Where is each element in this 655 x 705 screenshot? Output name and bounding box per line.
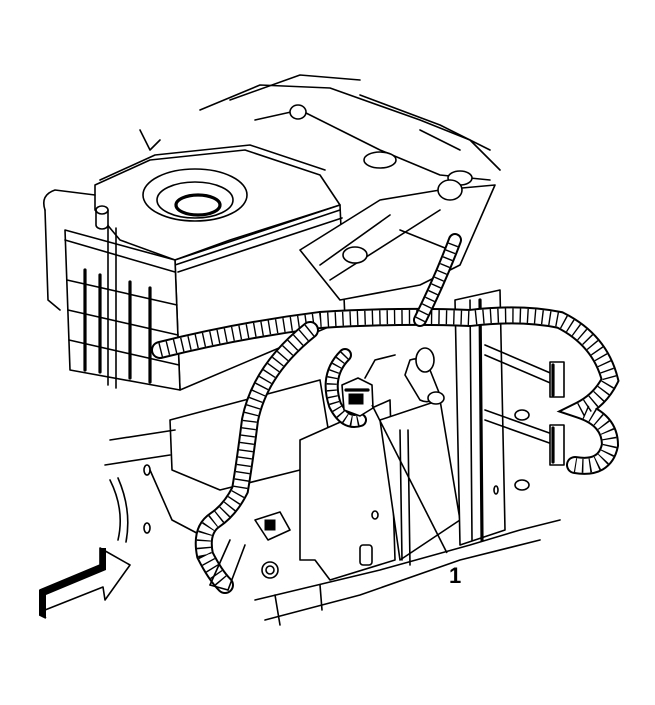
callout-1-leader — [371, 404, 448, 554]
callout-label-1: 1 — [449, 563, 462, 588]
wiring-harness — [151, 233, 620, 594]
battery — [42, 144, 346, 391]
mounting-bracket — [254, 399, 561, 626]
lower-connector — [209, 511, 291, 591]
electrical-connector — [341, 347, 445, 417]
side-bracket — [454, 289, 530, 546]
direction-arrow-icon — [39, 547, 131, 619]
harness-clips — [484, 344, 565, 466]
cowl-structure — [139, 74, 501, 186]
